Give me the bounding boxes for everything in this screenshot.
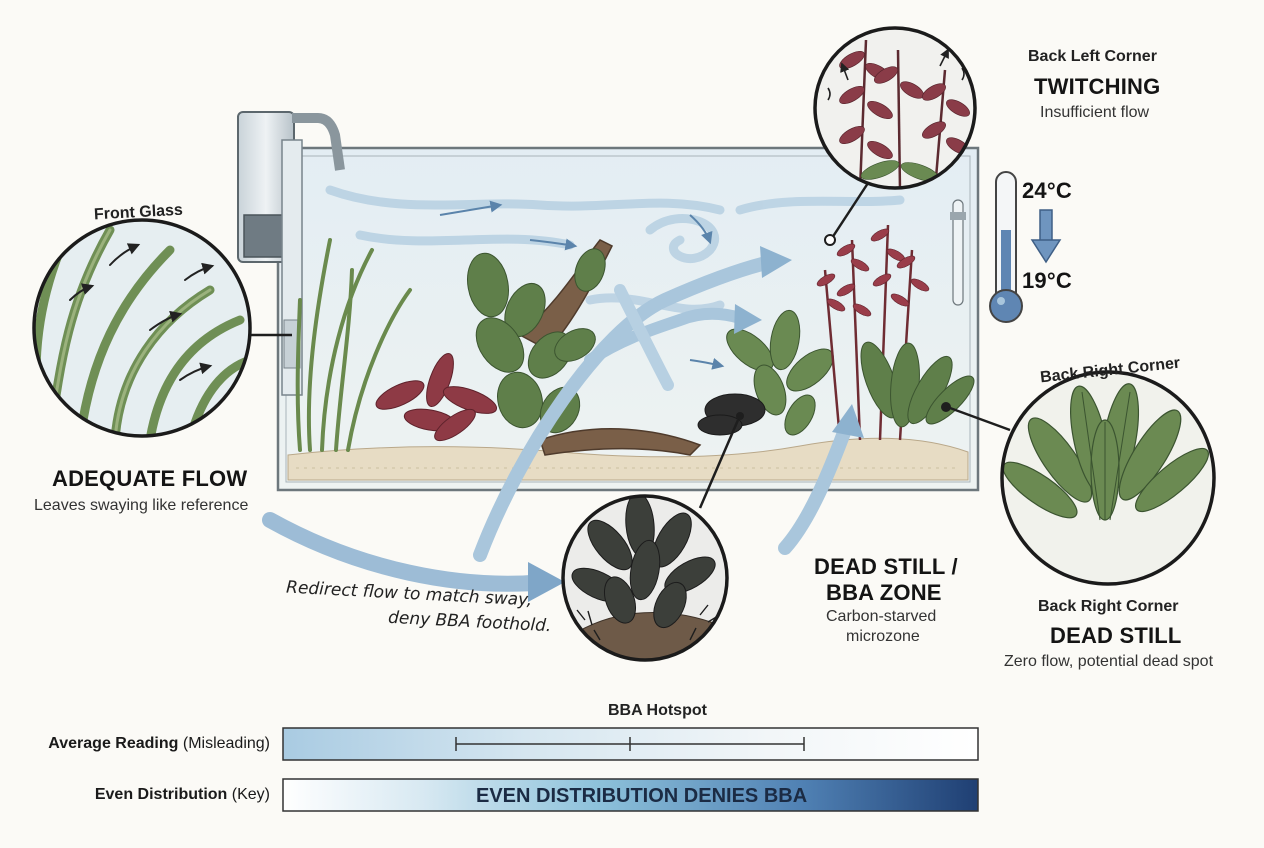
back-left-corner-callout	[813, 26, 977, 190]
carbon-starved-line1: Carbon-starved	[826, 608, 937, 625]
redirect-flow-arrows	[262, 246, 864, 602]
surface-current	[325, 185, 725, 215]
tall-grass-plants	[295, 238, 412, 452]
average-reading-label: Average Reading (Misleading)	[48, 735, 270, 752]
connector-hotspot	[698, 419, 740, 509]
tank-plants	[295, 199, 975, 456]
back-left-corner-label: Back Left Corner	[1028, 48, 1157, 65]
dead-still-title: DEAD STILL	[1050, 623, 1182, 648]
flow-comparison-bars	[282, 727, 979, 812]
connector-back-left	[830, 179, 872, 239]
current-arrow	[689, 214, 713, 245]
substrate	[287, 437, 969, 481]
twitching-title: TWITCHING	[1034, 74, 1161, 99]
current-arrow	[529, 238, 578, 251]
sway-arrows	[69, 243, 215, 381]
filter-media	[243, 214, 289, 258]
dead-still-zone-line2: BBA ZONE	[826, 580, 942, 605]
flow-arrow-middle	[584, 307, 746, 366]
temp-low-label: 19°C	[1022, 268, 1072, 293]
driftwood-base	[539, 428, 702, 456]
back-right-crypts	[860, 341, 975, 428]
flow-arrow-head	[528, 562, 565, 602]
surface-current-right	[735, 195, 905, 215]
callout-connectors	[250, 179, 1011, 509]
bba-hotspot-callout	[561, 494, 729, 662]
flow-arrow-right	[778, 423, 852, 555]
back-right-corner-callout	[1000, 370, 1216, 586]
flow-arrow-head	[760, 246, 792, 278]
average-reading-bar	[282, 727, 979, 761]
flow-arrow-head	[832, 404, 864, 438]
carbon-starved-line2: microzone	[846, 628, 920, 645]
red-stem-leaves	[816, 228, 930, 317]
suction-cup	[950, 212, 966, 220]
swirl-eddy	[645, 214, 720, 264]
bba-clump-in-tank	[697, 393, 766, 436]
even-distribution-label: Even Distribution (Key)	[94, 786, 270, 803]
connector-dot	[824, 234, 836, 246]
flow-arrow-head	[734, 304, 762, 334]
front-glass-callout	[32, 218, 252, 438]
dead-still-zone-line1: DEAD STILL /	[814, 554, 958, 579]
hang-on-back-filter	[237, 111, 345, 396]
connector-dot	[941, 402, 951, 412]
twitching-subtitle: Insufficient flow	[1040, 104, 1150, 121]
adequate-flow-subtitle: Leaves swaying like reference	[34, 497, 249, 514]
connector-dot	[736, 412, 744, 420]
flow-arrow-to-hotspot	[262, 512, 553, 592]
average-range-marker	[455, 737, 805, 751]
even-distribution-bar-text: EVEN DISTRIBUTION DENIES BBA	[476, 785, 808, 807]
in-tank-thermometer	[952, 199, 964, 306]
connector-back-right	[949, 406, 1011, 432]
thermometer-icon	[989, 171, 1023, 323]
red-tiger-lotus	[375, 352, 498, 442]
still-crypt-leaves	[1002, 383, 1209, 521]
dead-still-subtitle: Zero flow, potential dead spot	[1004, 653, 1214, 670]
adequate-flow-title: ADEQUATE FLOW	[52, 466, 248, 491]
crypt-cluster	[726, 309, 834, 436]
temperature-drop-arrow	[1030, 209, 1062, 264]
swaying-leaves	[34, 225, 250, 436]
temp-high-label: 24°C	[1022, 178, 1072, 203]
back-right-corner-label: Back Right Corner	[1038, 598, 1179, 615]
current-direction-arrows	[439, 200, 725, 370]
bba-hotspot-label: BBA Hotspot	[608, 702, 707, 719]
flow-arrow-down	[614, 284, 674, 391]
current-arrow	[689, 357, 725, 370]
even-distribution-bar	[282, 778, 979, 812]
current-arrow	[439, 200, 503, 216]
filter-spillway	[292, 113, 345, 171]
twitching-stem-plants	[827, 39, 970, 188]
